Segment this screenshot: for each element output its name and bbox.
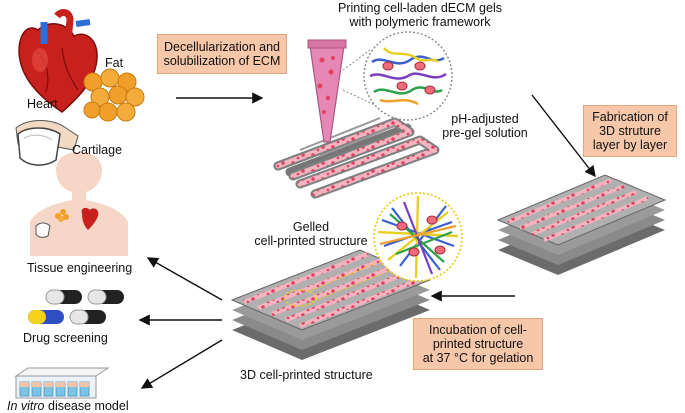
arrow-to-tissue-engineering [146,257,223,301]
cartilage-icon [15,120,79,166]
fat-label: Fat [105,56,124,70]
multilayer-stack-right [496,174,667,275]
cartilage-label: Cartilage [72,143,123,157]
fat-icon [83,68,145,122]
pre-gel-callout [342,31,453,121]
printed-structure-label: 3D cell-printed structure [240,368,373,382]
arrow-to-disease-model [140,339,223,389]
heart-icon [18,9,98,113]
well-plate-icon [14,367,110,399]
disease-model-label: In vitro disease model [7,399,129,413]
gelled-label: Gelled cell-printed structure [254,220,368,248]
multilayer-stack-gelled [230,249,432,360]
printer-nozzle [307,39,347,143]
heart-label: Heart [27,97,58,111]
ph-adjusted-label: pH-adjusted pre-gel solution [442,112,528,140]
decellularization-box: Decellularization and solubilization of … [157,34,287,74]
gelled-callout [283,192,463,307]
arrow-to-fabrication [531,94,596,178]
human-torso-icon [30,152,128,256]
capsules-icon [28,289,124,325]
fabrication-box: Fabrication of 3D struture layer by laye… [583,105,677,157]
printing-title-label: Printing cell-laden dECM gels with polym… [338,1,502,29]
disease-model-italic: In vitro [7,399,45,413]
disease-model-rest: disease model [44,399,129,413]
single-layer-print-pattern [273,117,440,199]
tissue-engineering-label: Tissue engineering [27,261,133,275]
incubation-box: Incubation of cell- printed structure at… [413,318,543,370]
drug-screening-label: Drug screening [23,331,108,345]
